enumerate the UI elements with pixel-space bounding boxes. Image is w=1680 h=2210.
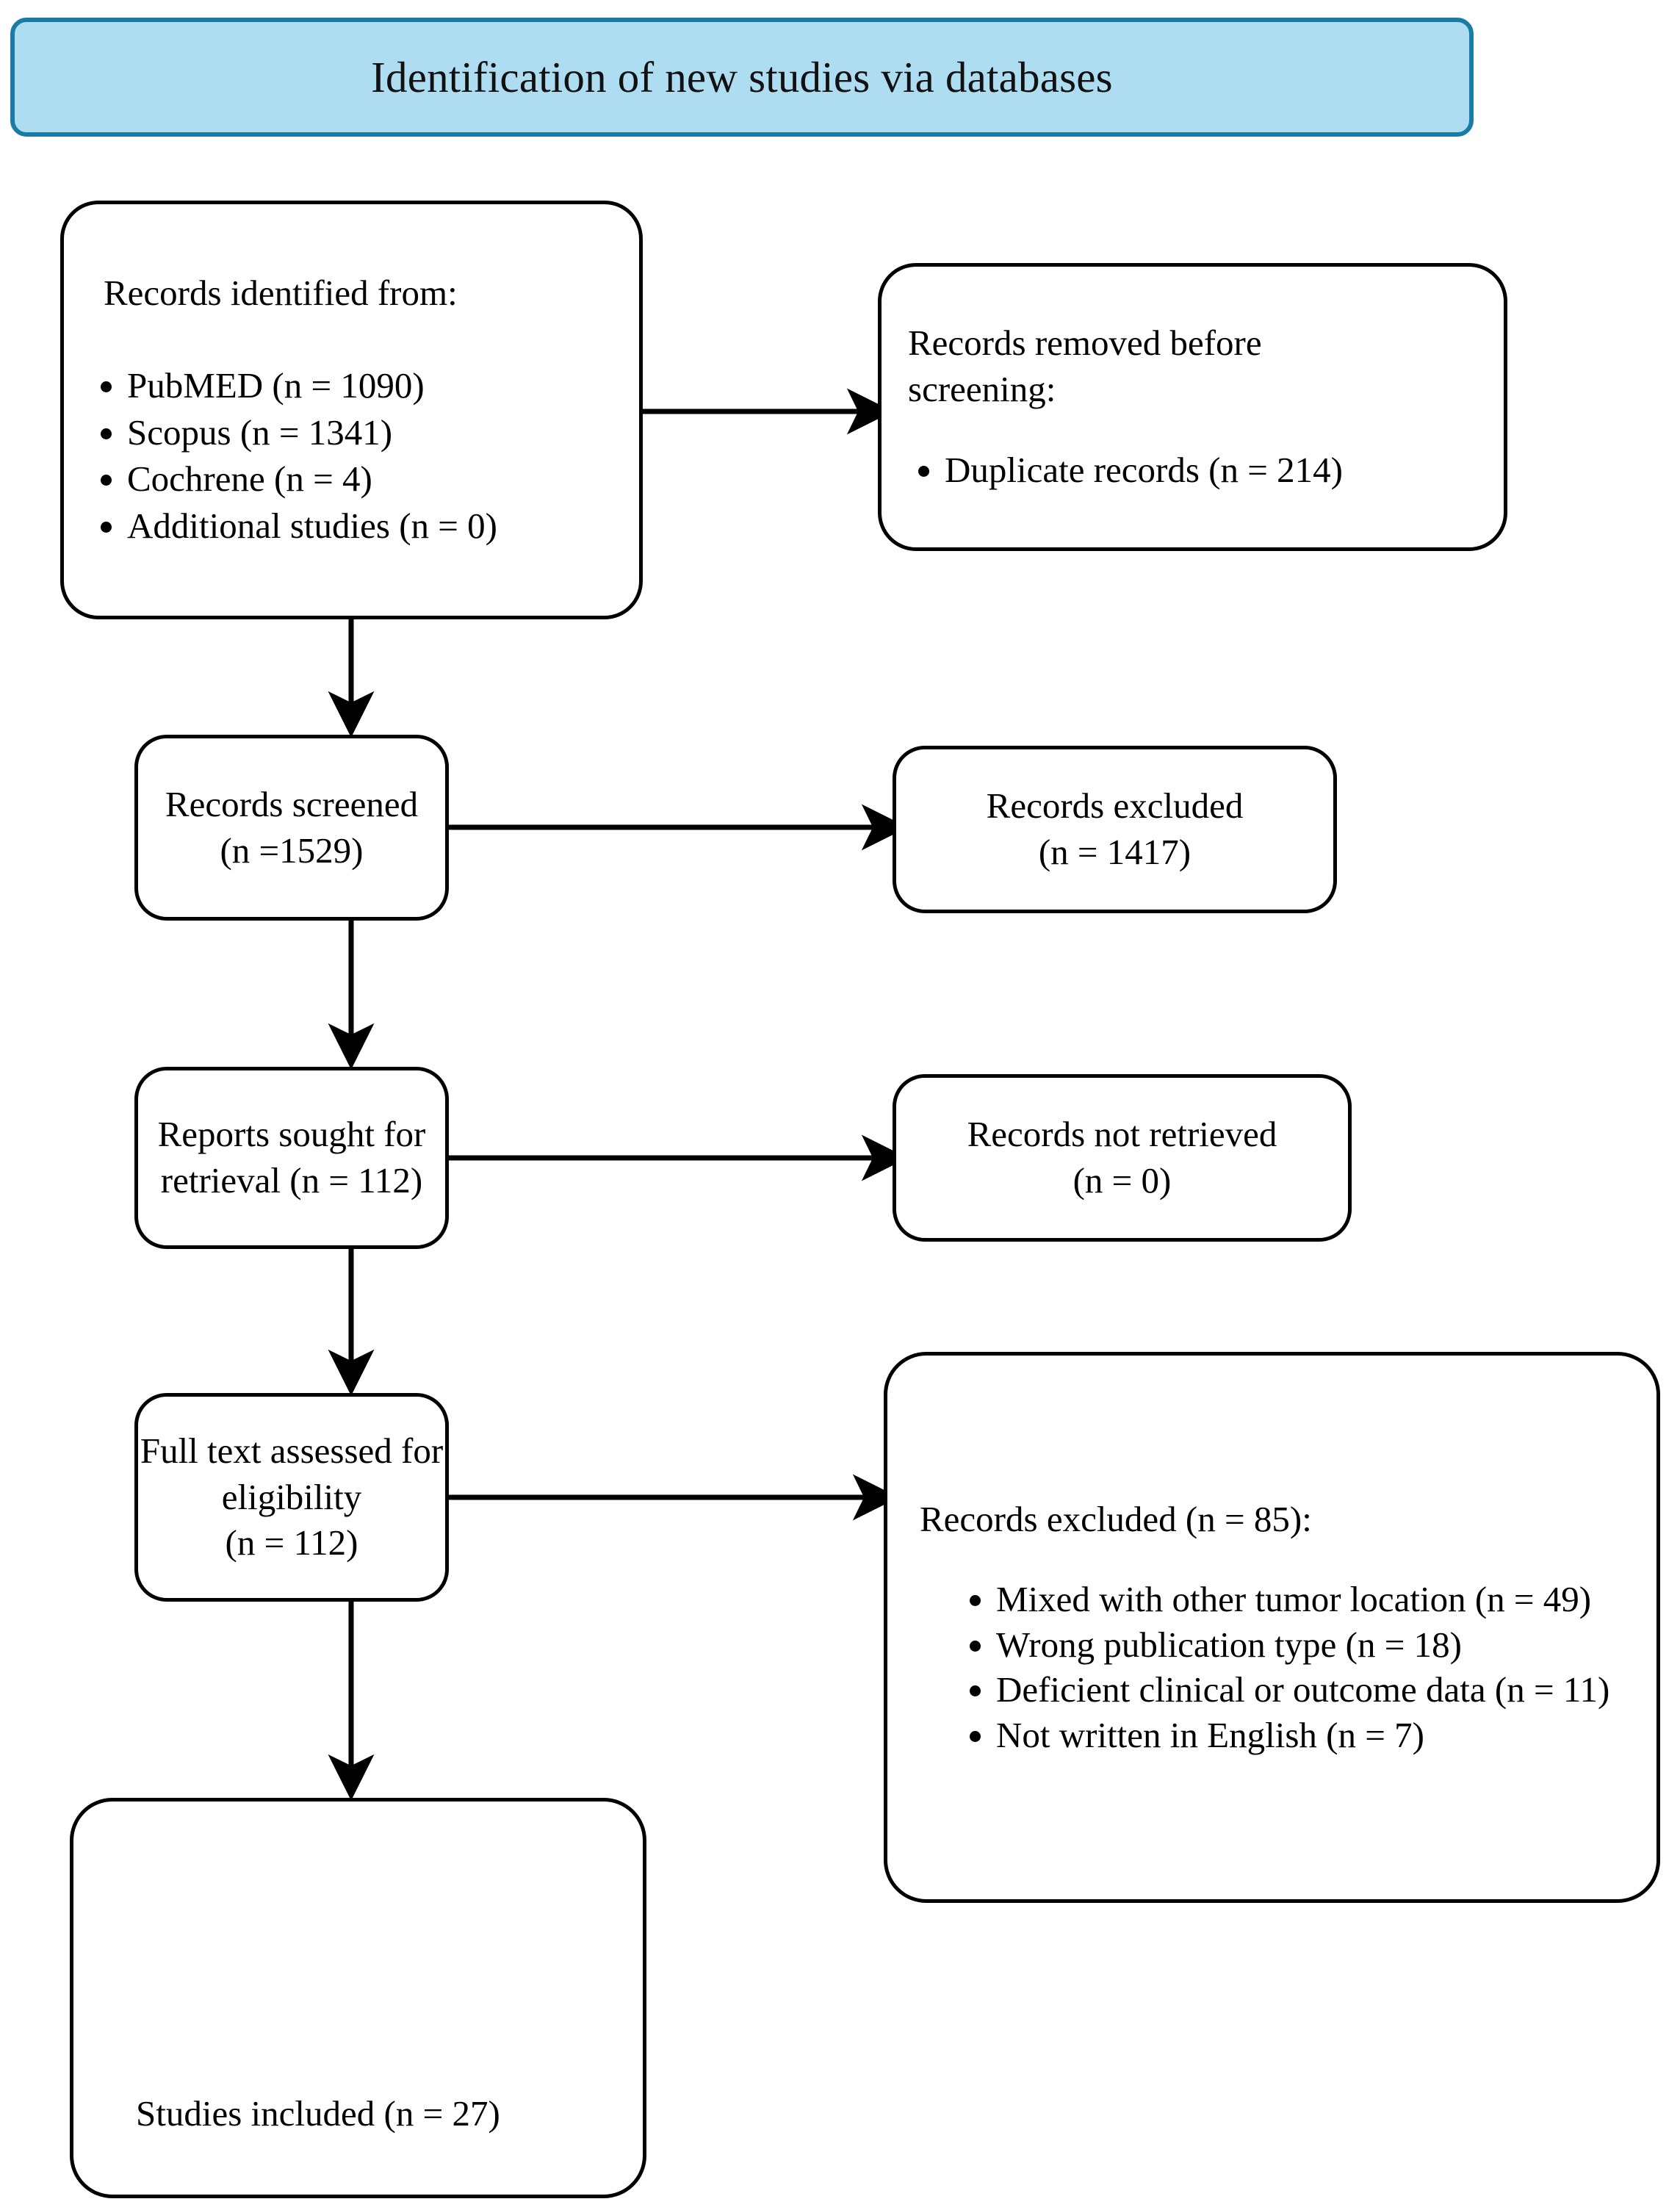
records-removed-title-line1: Records removed before [908,323,1262,364]
box-records-excluded-eligibility: Records excluded (n = 85): Mixed with ot… [884,1352,1660,1903]
list-item: Not written in English (n = 7) [996,1713,1640,1758]
studies-included-label: Studies included (n = 27) [136,2092,500,2134]
records-excluded-line2: (n = 1417) [1038,832,1191,872]
list-item: Additional studies (n = 0) [127,503,639,550]
list-item: Deficient clinical or outcome data (n = … [996,1667,1640,1713]
list-item: Mixed with other tumor location (n = 49) [996,1577,1640,1622]
box-reports-sought: Reports sought for retrieval (n = 112) [134,1067,449,1249]
records-removed-title-line2: screening: [908,369,1056,410]
box-fulltext-assessed: Full text assessed for eligibility (n = … [134,1393,449,1602]
records-identified-title: Records identified from: [104,273,458,314]
page-title: Identification of new studies via databa… [371,52,1113,101]
list-item: Wrong publication type (n = 18) [996,1622,1640,1668]
records-screened-line2: (n =1529) [220,829,364,871]
records-removed-items: Duplicate records (n = 214) [882,447,1504,494]
list-item: PubMED (n = 1090) [127,362,639,409]
records-not-retrieved-line2: (n = 0) [1072,1160,1172,1201]
list-item: Duplicate records (n = 214) [945,447,1504,494]
records-identified-sources: PubMED (n = 1090) Scopus (n = 1341) Coch… [64,362,639,550]
spacer [887,1543,1656,1577]
spacer [882,413,1504,447]
spacer [64,317,639,362]
list-item: Scopus (n = 1341) [127,409,639,456]
records-screened-line1: Records screened [165,783,419,824]
box-records-excluded-screening: Records excluded (n = 1417) [893,746,1337,913]
records-not-retrieved-line1: Records not retrieved [967,1114,1277,1155]
fulltext-line3: (n = 112) [225,1522,358,1563]
reports-sought-line1: Reports sought for [157,1114,426,1155]
fulltext-line2: eligibility [221,1476,362,1517]
records-excluded-line1: Records excluded [986,785,1244,827]
reports-sought-line2: retrieval (n = 112) [160,1160,423,1201]
box-records-screened: Records screened (n =1529) [134,735,449,921]
box-studies-included: Studies included (n = 27) [70,1798,646,2198]
box-records-not-retrieved: Records not retrieved (n = 0) [893,1074,1352,1242]
box-records-identified: Records identified from: PubMED (n = 109… [60,201,643,619]
header-banner: Identification of new studies via databa… [10,18,1474,137]
box-records-removed: Records removed before screening: Duplic… [878,263,1507,551]
records-excluded-eligibility-title: Records excluded (n = 85): [920,1499,1312,1540]
list-item: Cochrene (n = 4) [127,456,639,503]
records-excluded-eligibility-reasons: Mixed with other tumor location (n = 49)… [887,1577,1656,1758]
fulltext-line1: Full text assessed for [140,1430,444,1471]
